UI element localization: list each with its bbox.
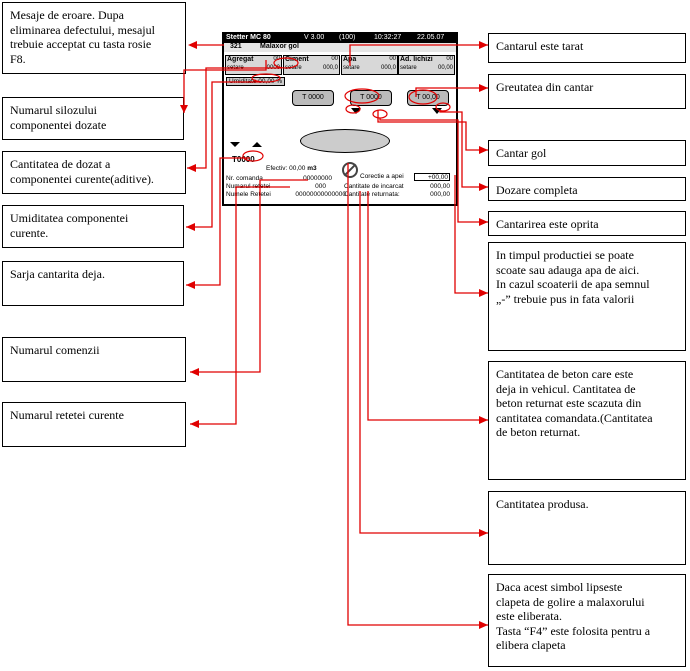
batch-indicator	[230, 142, 240, 147]
silo-number: 00	[273, 56, 280, 62]
load-quantity-label: Cantitate de incarcat	[344, 183, 404, 190]
note-weighing-stopped: Cantarirea este oprita	[488, 211, 686, 236]
scale-cement: T 0000	[292, 90, 334, 106]
column-name: Apa	[343, 56, 357, 63]
column-name: Ad. lichizi	[400, 56, 433, 63]
column-name: Agregat	[227, 56, 254, 63]
note-recipe-number: Numarul retetei curente	[2, 402, 186, 447]
setare-label: setare	[285, 65, 302, 71]
mixer-icon	[300, 129, 390, 153]
column-name: Ciment	[285, 56, 309, 63]
silo-number: 00	[389, 56, 396, 62]
error-message: Malaxor gol	[260, 43, 299, 50]
efectiv-unit: m3	[307, 165, 317, 172]
column-agregat: Agregat 00 setare 0000	[225, 55, 282, 75]
column-ciment: Ciment 00 setare 000,0	[283, 55, 340, 75]
water-correction-label: Corectie a apei	[360, 173, 404, 180]
efectiv-readout: Efectiv: 00,00 m3	[266, 165, 317, 172]
screen-date: 22.05.07	[417, 34, 445, 41]
setare-value: 000,0	[322, 65, 338, 71]
note-scale-weight: Greutatea din cantar	[488, 74, 686, 109]
scale-additive: T 00,00	[407, 90, 449, 106]
setare-label: setare	[343, 65, 360, 71]
screen-time: 10:32:27	[374, 34, 402, 41]
scale-empty-indicator	[372, 108, 382, 114]
order-number-label: Nr. comanda	[226, 175, 263, 182]
column-apa: Apa 00 setare 000,0	[341, 55, 398, 75]
scale-water: T 0000	[350, 90, 392, 106]
order-number-value: 00000000	[303, 175, 332, 182]
humidity-label: Umiditate	[229, 78, 257, 85]
note-scale-empty: Cantar gol	[488, 140, 686, 166]
note-order-number: Numarul comenzii	[2, 337, 186, 382]
humidity-readout: Umiditate 00,00 %	[226, 77, 286, 86]
dosing-complete-indicator	[432, 108, 442, 114]
setare-value: 0000	[266, 65, 280, 71]
setare-label: setare	[227, 65, 244, 71]
humidity-value: 00,00 %	[258, 78, 283, 85]
note-scale-tared: Cantarul este tarat	[488, 33, 686, 63]
mixer-flap-closed-icon	[342, 162, 358, 178]
screen-title: Stetter MC 80	[226, 34, 271, 41]
recipe-number-value: 000	[315, 183, 326, 190]
returned-quantity-value: 000,00	[430, 191, 450, 198]
mixer-weight: T0000	[232, 155, 255, 164]
note-dosing-complete: Dozare completa	[488, 177, 686, 201]
recipe-number-label: Numarul retetei	[226, 183, 271, 190]
column-ad-lichizi: Ad. lichizi 00 setare 00,00	[398, 55, 455, 75]
screen-code: (100)	[339, 34, 356, 41]
recipe-name-value: 00000000000000	[295, 191, 346, 198]
error-row: 321 Malaxor gol	[224, 43, 456, 52]
efectiv-label: Efectiv: 00,00	[266, 165, 306, 172]
silo-number: 00	[331, 56, 338, 62]
controller-screen: Stetter MC 80 V 3.00 (100) 10:32:27 22.0…	[222, 32, 458, 206]
setare-label: setare	[400, 65, 417, 71]
scale-tared-indicator	[351, 108, 361, 114]
setare-value: 000,0	[380, 65, 396, 71]
batch-indicator	[252, 142, 262, 147]
returned-quantity-label: Cantitate returnata:	[344, 191, 400, 198]
note-batch-weighed: Sarja cantarita deja.	[2, 261, 184, 306]
silo-number: 00	[446, 56, 453, 62]
screen-version: V 3.00	[304, 34, 325, 41]
load-quantity-value: 000,00	[430, 183, 450, 190]
setare-value: 00,00	[437, 65, 453, 71]
recipe-name-label: Numele Retetei	[226, 191, 271, 198]
note-produced-quantity: Cantitatea produsa.	[488, 491, 686, 565]
water-correction-field[interactable]: +00,00	[414, 173, 450, 181]
status-bar: Stetter MC 80 V 3.00 (100) 10:32:27 22.0…	[224, 34, 456, 43]
error-code: 321	[230, 43, 242, 50]
